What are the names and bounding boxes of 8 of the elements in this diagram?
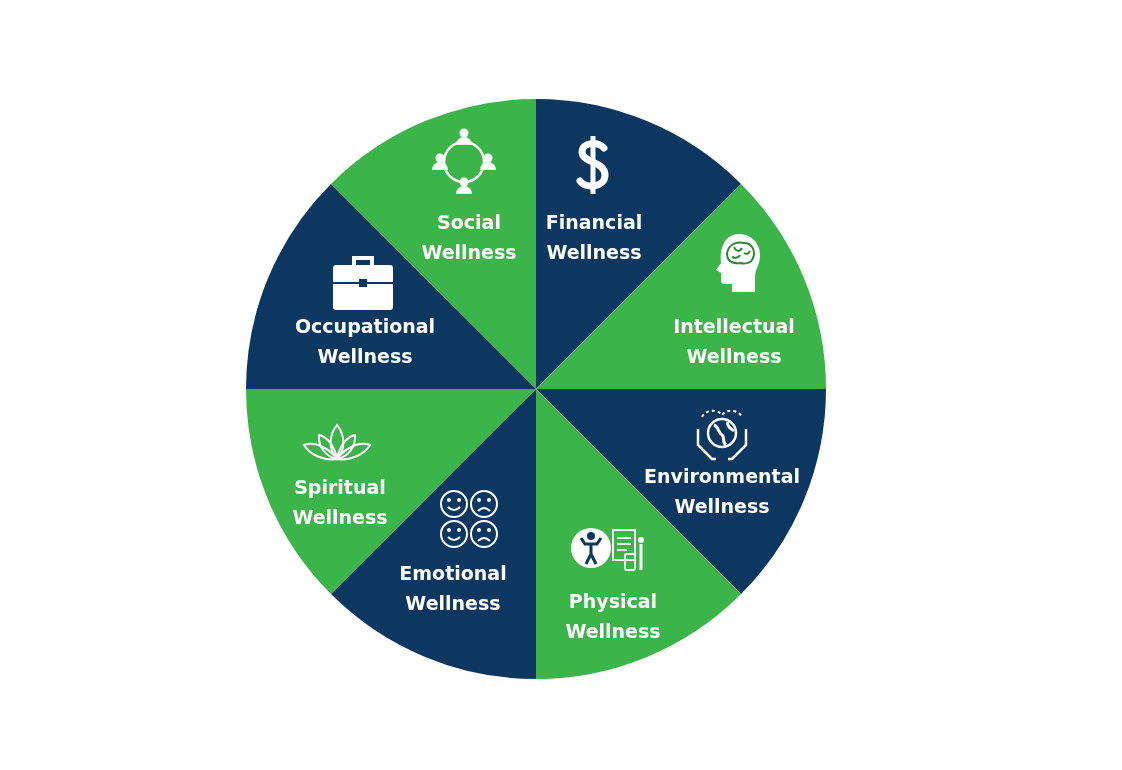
segment-label: Occupational Wellness	[294, 314, 436, 369]
segment-label: Financial Wellness	[545, 210, 643, 265]
segment-label: Emotional Wellness	[399, 561, 507, 616]
segment-label: Physical Wellness	[565, 589, 661, 644]
segment-label: Spiritual Wellness	[292, 475, 388, 530]
segment-label: Social Wellness	[421, 210, 517, 265]
segment-label: Environmental Wellness	[644, 464, 800, 519]
segment-label: Intellectual Wellness	[673, 314, 795, 369]
